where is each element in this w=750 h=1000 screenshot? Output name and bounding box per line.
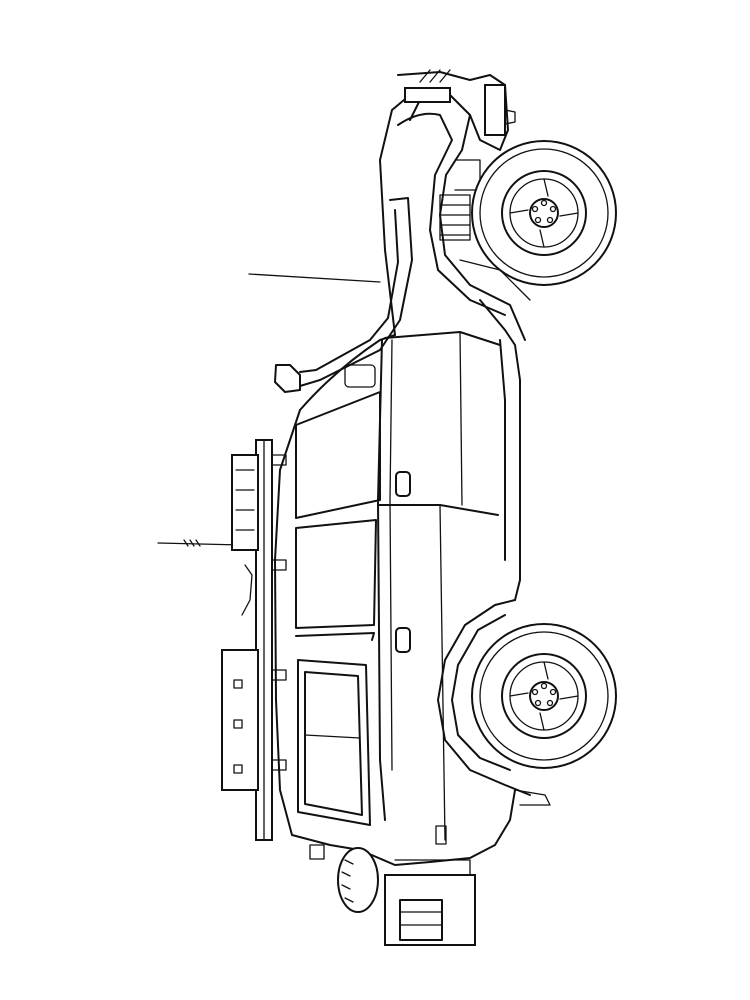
rear-fender-inner <box>451 614 511 771</box>
front-suspension <box>439 159 531 301</box>
snorkel-inner <box>299 209 399 373</box>
rear-door-handle <box>395 627 411 653</box>
rear-lug-nuts <box>531 682 557 707</box>
rear-bumper <box>384 874 476 946</box>
front-tire <box>471 140 617 286</box>
roof-outline <box>274 409 361 851</box>
front-coil-rings <box>439 204 471 236</box>
middle-window-sill <box>295 632 375 641</box>
rear-door-seam <box>377 504 499 516</box>
roof-rack-box <box>231 454 259 551</box>
body-crease-front <box>459 331 463 506</box>
front-door-handle <box>395 471 411 497</box>
roof-rack <box>221 439 287 841</box>
roof-rack-strap <box>241 564 253 616</box>
front-shock-mount <box>454 159 481 191</box>
rocker-inner <box>499 339 506 561</box>
rear-spokes <box>509 661 579 731</box>
rear-tire <box>471 623 617 769</box>
cargo-case-latches <box>233 679 243 774</box>
rear-ladder <box>399 899 443 941</box>
roof-rack-box-slats <box>235 469 255 531</box>
snorkel <box>299 197 413 387</box>
snorkel-head <box>274 364 301 393</box>
antennas <box>157 273 381 547</box>
front-lug-nuts <box>531 199 557 224</box>
rear-fender-flare <box>437 599 531 796</box>
side-mirror <box>344 364 376 388</box>
rocker-panel <box>479 299 521 601</box>
front-spokes <box>509 178 579 248</box>
front-window <box>295 391 381 519</box>
rear-wheel <box>471 623 617 769</box>
rear-window-outer <box>297 659 371 826</box>
windows <box>295 364 381 826</box>
antenna-front <box>248 273 381 283</box>
fuel-door <box>435 825 447 845</box>
front-wheel <box>471 140 617 286</box>
rear-ladder-rungs <box>399 911 443 926</box>
middle-window <box>295 519 377 629</box>
rear-window-divider <box>304 734 361 739</box>
mud-flap <box>514 789 551 806</box>
bumper-tow-hooks <box>419 69 451 83</box>
spare-tire <box>337 847 379 913</box>
front-rim <box>501 170 587 256</box>
rear-fender <box>437 599 551 806</box>
front-fender-inner <box>397 112 506 316</box>
door-handles <box>395 471 447 845</box>
front-control-arm <box>459 259 531 301</box>
front-hub <box>529 198 559 228</box>
rear-window-inner <box>304 671 363 816</box>
antenna-rear <box>157 542 243 546</box>
winch-fairlead <box>504 109 516 125</box>
rear-rim <box>501 653 587 739</box>
front-coil <box>439 194 471 241</box>
front-bumper-plate <box>404 87 451 103</box>
rear-end <box>359 789 516 866</box>
spare-tire-tread <box>341 859 354 903</box>
front-winch <box>484 84 506 136</box>
rear-gear <box>309 844 476 946</box>
front-door-seam <box>384 331 501 346</box>
rear-tire-tread <box>479 631 609 761</box>
rear-bumper-top <box>394 859 471 876</box>
front-fender <box>274 94 526 393</box>
beltline-inner <box>389 339 393 771</box>
front-bumper <box>397 69 516 151</box>
tow-hitch <box>309 844 325 860</box>
front-tire-tread <box>479 148 609 278</box>
antenna-rear-spring <box>183 539 201 547</box>
rear-hub <box>529 681 559 711</box>
roof-rack-brackets <box>271 454 287 771</box>
